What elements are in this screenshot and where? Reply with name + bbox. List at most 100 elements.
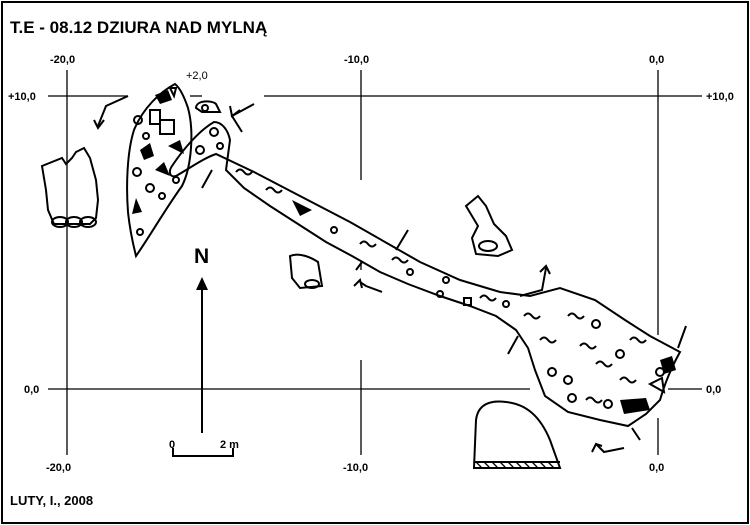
y-label-right-2: 0,0 <box>706 384 721 396</box>
north-arrow: N <box>194 245 209 433</box>
map-title: T.E - 08.12 DZIURA NAD MYLNĄ <box>10 18 267 37</box>
pebble <box>615 349 625 359</box>
block-filled <box>132 198 142 214</box>
scale-bar-line <box>172 448 234 457</box>
profile-pebble <box>201 104 209 112</box>
pebble <box>136 228 144 236</box>
clay-mark <box>391 256 409 264</box>
elevation-label: +2,0 <box>186 70 208 82</box>
cave-plan <box>126 82 682 428</box>
section-arrow-5-head <box>591 442 603 453</box>
block-filled <box>168 140 184 154</box>
pebble <box>145 183 155 193</box>
block-filled <box>155 90 172 104</box>
pebble <box>195 145 205 155</box>
clay-mark <box>539 336 557 344</box>
section-line <box>355 261 363 271</box>
clay-mark <box>567 312 585 320</box>
clay-mark <box>523 312 541 320</box>
pebble <box>463 297 472 306</box>
x-label-top-2: -10,0 <box>344 54 369 66</box>
pebble <box>216 142 224 150</box>
debris-hatch <box>647 376 666 394</box>
section-arrow-3-head <box>353 278 363 289</box>
pebble <box>563 375 573 385</box>
pebble <box>436 290 444 298</box>
clay-mark <box>479 294 497 302</box>
section-line <box>201 169 213 189</box>
section-profile-1 <box>40 146 100 225</box>
pebble <box>209 127 219 137</box>
block <box>159 119 175 135</box>
pebble <box>591 319 601 329</box>
section-arrow-1 <box>97 95 129 127</box>
profile-pebble <box>478 240 498 252</box>
chamber-blocks <box>132 90 224 236</box>
block-filled <box>140 143 154 160</box>
section-markers <box>201 169 687 441</box>
pebble <box>406 268 414 276</box>
clay-mark <box>595 360 613 368</box>
section-line <box>395 229 409 251</box>
y-label-right-1: +10,0 <box>706 91 734 103</box>
coordinate-grid <box>48 70 702 455</box>
section-line <box>677 325 687 349</box>
clay-mark <box>619 376 637 384</box>
pebble <box>442 276 450 284</box>
section-arrow-2 <box>230 103 255 133</box>
pebble <box>547 367 557 377</box>
author-credit: LUTY, I., 2008 <box>10 493 93 508</box>
debris-hatch <box>620 398 650 414</box>
passage-fill <box>235 168 676 414</box>
clay-mark <box>585 396 603 404</box>
upper-chamber-outline <box>126 82 193 259</box>
clay-mark <box>359 240 377 248</box>
clay-mark <box>265 186 283 194</box>
block-filled <box>155 162 170 176</box>
section-line <box>631 427 641 441</box>
section-arrow-4 <box>519 267 547 297</box>
section-arrow-2-head <box>229 105 241 118</box>
profile-pebble <box>79 216 97 228</box>
profile-pebble <box>51 216 69 228</box>
x-label-top-3: 0,0 <box>649 54 664 66</box>
pebble <box>172 176 180 184</box>
north-arrow-head <box>196 277 208 290</box>
section-profile-5 <box>472 400 562 469</box>
scale-bar: 0 2 m <box>169 439 239 457</box>
profile-floor-hatch <box>475 461 555 469</box>
section-arrow-3 <box>359 281 383 293</box>
section-profile-2 <box>194 100 222 113</box>
pebble <box>567 393 577 403</box>
clay-mark <box>235 168 253 176</box>
chamber-tip-mark <box>168 87 178 99</box>
north-label: N <box>194 245 209 268</box>
pebble <box>330 226 338 234</box>
pebble <box>603 399 613 409</box>
scale-end-label: 2 m <box>220 439 239 451</box>
debris-hatch <box>660 356 676 374</box>
x-label-top-1: -20,0 <box>50 54 75 66</box>
x-label-bottom-1: -20,0 <box>46 462 71 474</box>
scale-start-label: 0 <box>169 439 175 451</box>
clay-mark <box>629 336 647 344</box>
profile-pebble <box>304 279 320 289</box>
x-label-bottom-2: -10,0 <box>343 462 368 474</box>
clay-mark <box>579 342 597 350</box>
profile-pebble <box>65 216 83 228</box>
section-profile-3 <box>464 194 514 258</box>
cross-sections <box>40 100 562 469</box>
x-label-bottom-3: 0,0 <box>649 462 664 474</box>
section-arrow-1-head <box>93 119 105 130</box>
pebble <box>142 132 150 140</box>
main-passage-outline <box>168 120 682 428</box>
block <box>149 109 161 125</box>
section-arrow-5 <box>595 443 625 454</box>
pebble <box>158 192 166 200</box>
section-arrows <box>93 95 625 454</box>
section-arrow-4-head <box>539 264 551 275</box>
y-label-left-1: +10,0 <box>8 91 36 103</box>
